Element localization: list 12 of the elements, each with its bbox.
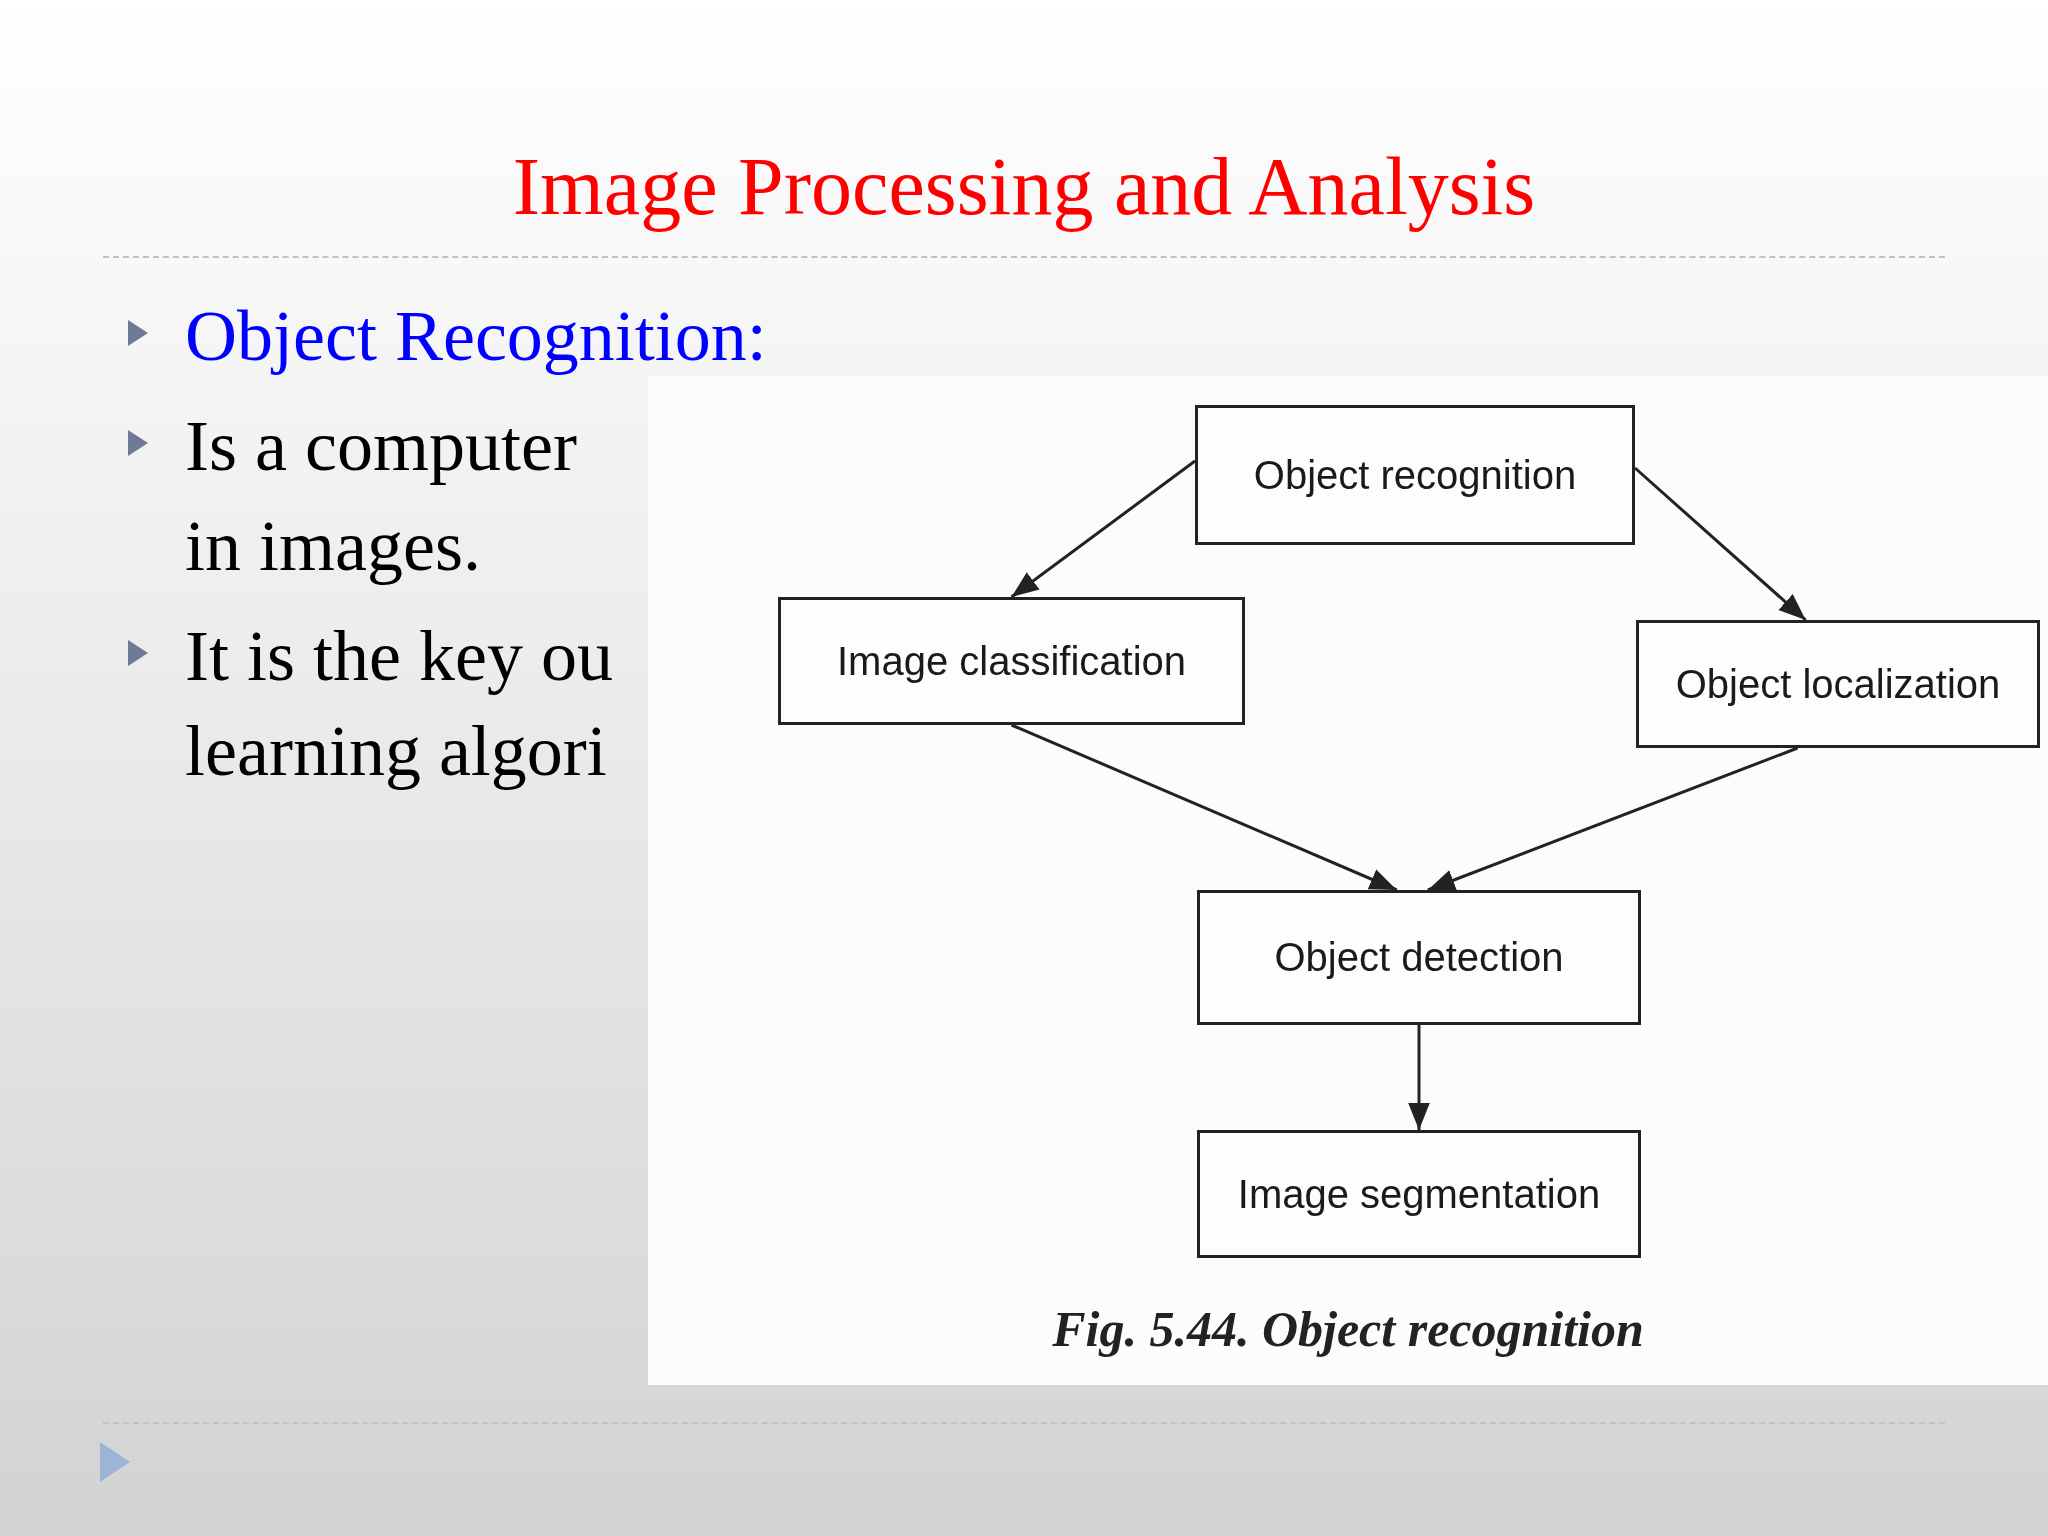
arrow bbox=[1408, 1025, 1430, 1130]
slide-title: Image Processing and Analysis bbox=[511, 140, 1537, 234]
arrow bbox=[1427, 746, 1799, 892]
process-box: Object localization bbox=[1636, 620, 2040, 748]
figure-caption: Fig. 5.44. Object recognition bbox=[1051, 1300, 1645, 1358]
process-box: Object detection bbox=[1197, 890, 1641, 1025]
arrow bbox=[1010, 459, 1196, 599]
process-box: Object recognition bbox=[1195, 405, 1635, 545]
arrow bbox=[1634, 466, 1807, 622]
arrow bbox=[1010, 723, 1398, 892]
process-box: Image segmentation bbox=[1197, 1130, 1641, 1258]
process-box: Image classification bbox=[778, 597, 1245, 725]
